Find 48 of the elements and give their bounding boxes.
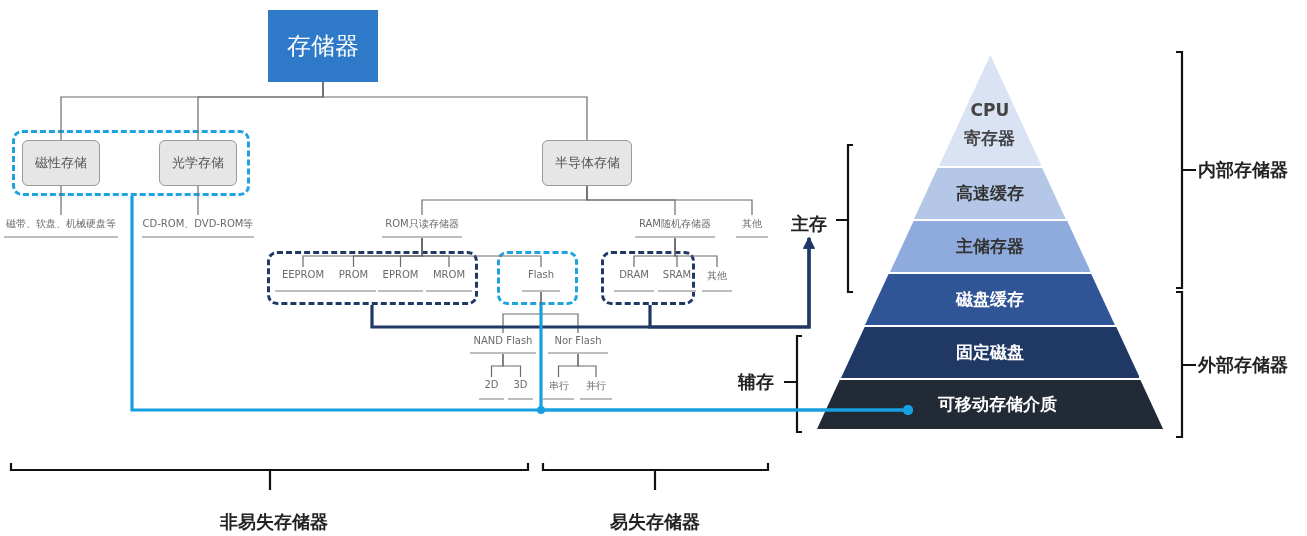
bracket-label: 外部存储器 — [1198, 353, 1288, 377]
category-label: MROM — [426, 266, 472, 292]
pyramid-level: 主储存器 — [889, 221, 1091, 272]
bracket-label: 辅存 — [738, 370, 774, 394]
bracket-label: 主存 — [788, 210, 830, 238]
category-label: EPROM — [378, 266, 423, 292]
category-label: 磁带、软盘、机械硬盘等 — [4, 214, 118, 238]
tree-line — [60, 185, 62, 216]
category-label: CD-ROM、DVD-ROM等 — [142, 214, 254, 238]
category-label: 2D — [479, 376, 504, 400]
category-label: RAM随机存储器 — [635, 214, 715, 238]
category-label: Flash — [522, 266, 560, 292]
tree-line — [540, 291, 579, 334]
tree-line — [586, 185, 753, 216]
category-label: 3D — [508, 376, 533, 400]
connector-arrow — [648, 236, 815, 329]
category-label: 其他 — [702, 266, 732, 292]
bracket-label: 内部存储器 — [1198, 158, 1288, 182]
pyramid-level: 磁盘缓存 — [865, 274, 1115, 325]
category-label: NAND Flash — [470, 332, 536, 354]
tree-line — [502, 353, 522, 378]
category-box: 半导体存储 — [542, 140, 632, 186]
pyramid-level: CPU 寄存器 — [938, 55, 1042, 166]
bracket-label: 非易失存储器 — [220, 510, 328, 534]
dashed-group-frame — [12, 130, 250, 196]
bracket-label: 易失存储器 — [610, 510, 700, 534]
category-label: Nor Flash — [548, 332, 608, 354]
category-label: ROM只读存储器 — [382, 214, 462, 238]
title-box: 存储器 — [268, 10, 378, 82]
category-box: 磁性存储 — [22, 140, 100, 186]
category-label: SRAM — [658, 266, 696, 292]
category-label: 其他 — [736, 214, 768, 238]
category-label: DRAM — [614, 266, 654, 292]
category-label: 并行 — [580, 376, 612, 400]
category-label: EEPROM — [275, 266, 331, 292]
tree-line — [197, 185, 199, 216]
tree-line — [674, 237, 718, 268]
category-label: PROM — [331, 266, 376, 292]
tree-line — [577, 353, 597, 378]
tree-line — [322, 81, 588, 141]
pyramid-level: 高速缓存 — [914, 168, 1066, 219]
dashed-group-frame — [497, 251, 578, 305]
category-label: 串行 — [543, 376, 574, 400]
pyramid-level: 固定磁盘 — [840, 327, 1140, 378]
dashed-group-frame — [267, 251, 478, 305]
category-box: 光学存储 — [159, 140, 237, 186]
pyramid-level: 可移动存储介质 — [816, 380, 1163, 429]
dashed-group-frame — [601, 251, 695, 305]
